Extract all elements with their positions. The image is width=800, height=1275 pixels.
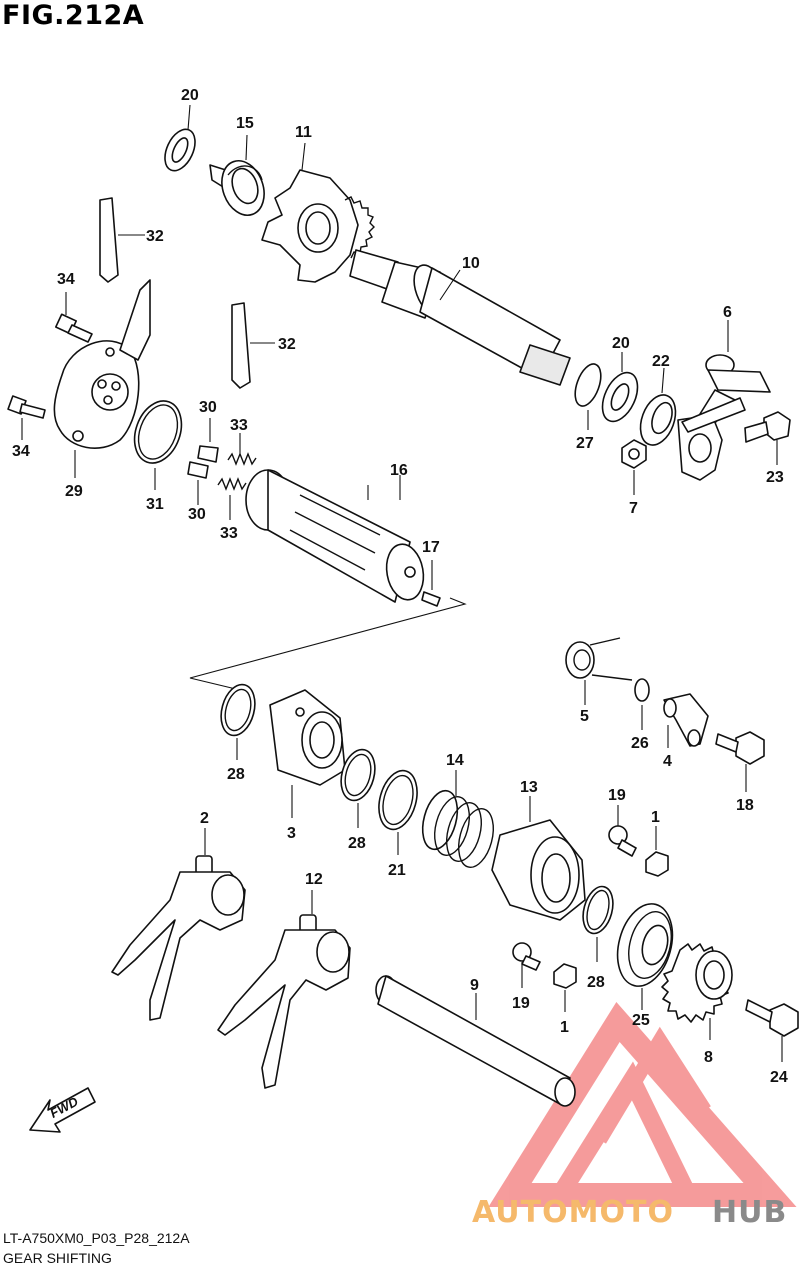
callout-4: 4	[663, 753, 672, 770]
part-4-stopper	[663, 693, 709, 748]
callout-19a: 19	[608, 787, 626, 804]
part-9-fork-shaft	[375, 975, 576, 1107]
part-20-washer-right	[601, 352, 639, 423]
part-2-shift-fork	[111, 828, 246, 1021]
callout-8: 8	[704, 1049, 713, 1066]
callout-28a: 28	[227, 766, 245, 783]
watermark-text-part1: AUTOMOTO	[472, 1195, 674, 1230]
callout-28c: 28	[587, 974, 605, 991]
part-21-washer	[378, 769, 418, 855]
part-11-shift-cam-plate	[261, 142, 375, 283]
callout-30a: 30	[199, 399, 217, 416]
part-33-spring-upper	[227, 433, 257, 466]
part-23-bolt	[744, 411, 791, 465]
callout-6: 6	[723, 304, 732, 321]
callout-32a: 32	[146, 228, 164, 245]
fwd-arrow-icon: FWD	[29, 1087, 96, 1133]
part-12-shift-fork	[217, 890, 351, 1089]
callout-18: 18	[736, 797, 754, 814]
figure-title: FIG.212A	[2, 0, 145, 31]
callout-5: 5	[580, 708, 589, 725]
part-16-gearshift-cam-drum	[245, 469, 425, 603]
part-26-washer	[634, 678, 650, 730]
part-34-bolt-upper	[54, 292, 93, 343]
callout-26: 26	[631, 735, 649, 752]
part-6-shift-lever	[677, 320, 771, 481]
callout-17: 17	[422, 539, 440, 556]
part-25-bearing	[616, 903, 674, 1010]
part-3-cam-driven-gear	[269, 689, 346, 818]
part-8-cam-gear	[661, 943, 733, 1040]
part-7-nut	[621, 439, 647, 495]
part-28-circlip-right	[582, 885, 614, 962]
part-22-oil-seal	[639, 367, 677, 446]
callout-27: 27	[576, 435, 594, 452]
watermark-logo	[488, 1001, 797, 1207]
watermark-text-part2: HUB	[712, 1195, 787, 1230]
callout-33b: 33	[220, 525, 238, 542]
part-24-bolt	[745, 999, 799, 1062]
part-28-circlip-middle	[340, 748, 376, 828]
watermark-text: AUTOMOTO HUB	[472, 1195, 787, 1230]
model-code-label: LT-A750XM0_P03_P28_212A	[3, 1230, 190, 1246]
part-14-spring	[421, 770, 494, 868]
callout-24: 24	[770, 1069, 788, 1086]
part-13-cam	[491, 796, 586, 921]
callout-29: 29	[65, 483, 83, 500]
callout-11: 11	[295, 124, 312, 141]
part-1-nut-lower	[553, 963, 577, 1012]
callout-28b: 28	[348, 835, 366, 852]
callout-19b: 19	[512, 995, 530, 1012]
part-19-bolt-lower	[512, 942, 541, 988]
callout-2: 2	[200, 810, 209, 827]
part-5-spring	[565, 637, 633, 705]
callout-21: 21	[388, 862, 406, 879]
callout-34a: 34	[57, 271, 75, 288]
callout-32b: 32	[278, 336, 296, 353]
part-29-cover	[53, 279, 151, 478]
callout-10: 10	[462, 255, 480, 272]
assembly-guide-line	[189, 597, 467, 691]
callout-33a: 33	[230, 417, 248, 434]
part-19-bolt-upper	[608, 805, 637, 857]
callout-16: 16	[390, 462, 408, 479]
callout-3: 3	[287, 825, 296, 842]
callout-20b: 20	[612, 335, 630, 352]
callout-13: 13	[520, 779, 538, 796]
part-15-return-spring	[209, 134, 265, 216]
callout-7: 7	[629, 500, 638, 517]
callout-12: 12	[305, 871, 323, 888]
part-30-pin-upper	[197, 418, 219, 463]
callout-15: 15	[236, 115, 254, 132]
callout-30b: 30	[188, 506, 206, 523]
part-34-bolt-lower	[7, 395, 46, 440]
section-name-label: GEAR SHIFTING	[3, 1250, 112, 1266]
part-30-pin-lower	[187, 461, 209, 505]
callout-22: 22	[652, 353, 670, 370]
callout-labels: 20 15 11 32 34 10 32 6 20 22 34 27 23 7 …	[12, 87, 788, 1086]
part-31-o-ring	[133, 400, 183, 490]
callout-20a: 20	[181, 87, 199, 104]
part-18-bolt	[715, 731, 765, 792]
part-1-nut-upper	[645, 826, 669, 877]
callout-23: 23	[766, 469, 784, 486]
part-10-gearshift-shaft	[349, 249, 571, 386]
part-27-circlip-upper	[574, 363, 602, 430]
callout-1a: 1	[651, 809, 660, 826]
part-33-spring-lower	[217, 477, 247, 520]
callout-25: 25	[632, 1012, 650, 1029]
callout-34b: 34	[12, 443, 30, 460]
part-32-clip-upper	[99, 197, 145, 283]
callout-14: 14	[446, 752, 464, 769]
part-20-washer-top	[164, 104, 196, 172]
callout-31: 31	[146, 496, 164, 513]
part-32-clip-lower	[231, 302, 275, 389]
part-28-circlip-left	[220, 683, 256, 760]
part-17-pin	[421, 560, 441, 607]
callout-1b: 1	[560, 1019, 569, 1036]
callout-9: 9	[470, 977, 479, 994]
